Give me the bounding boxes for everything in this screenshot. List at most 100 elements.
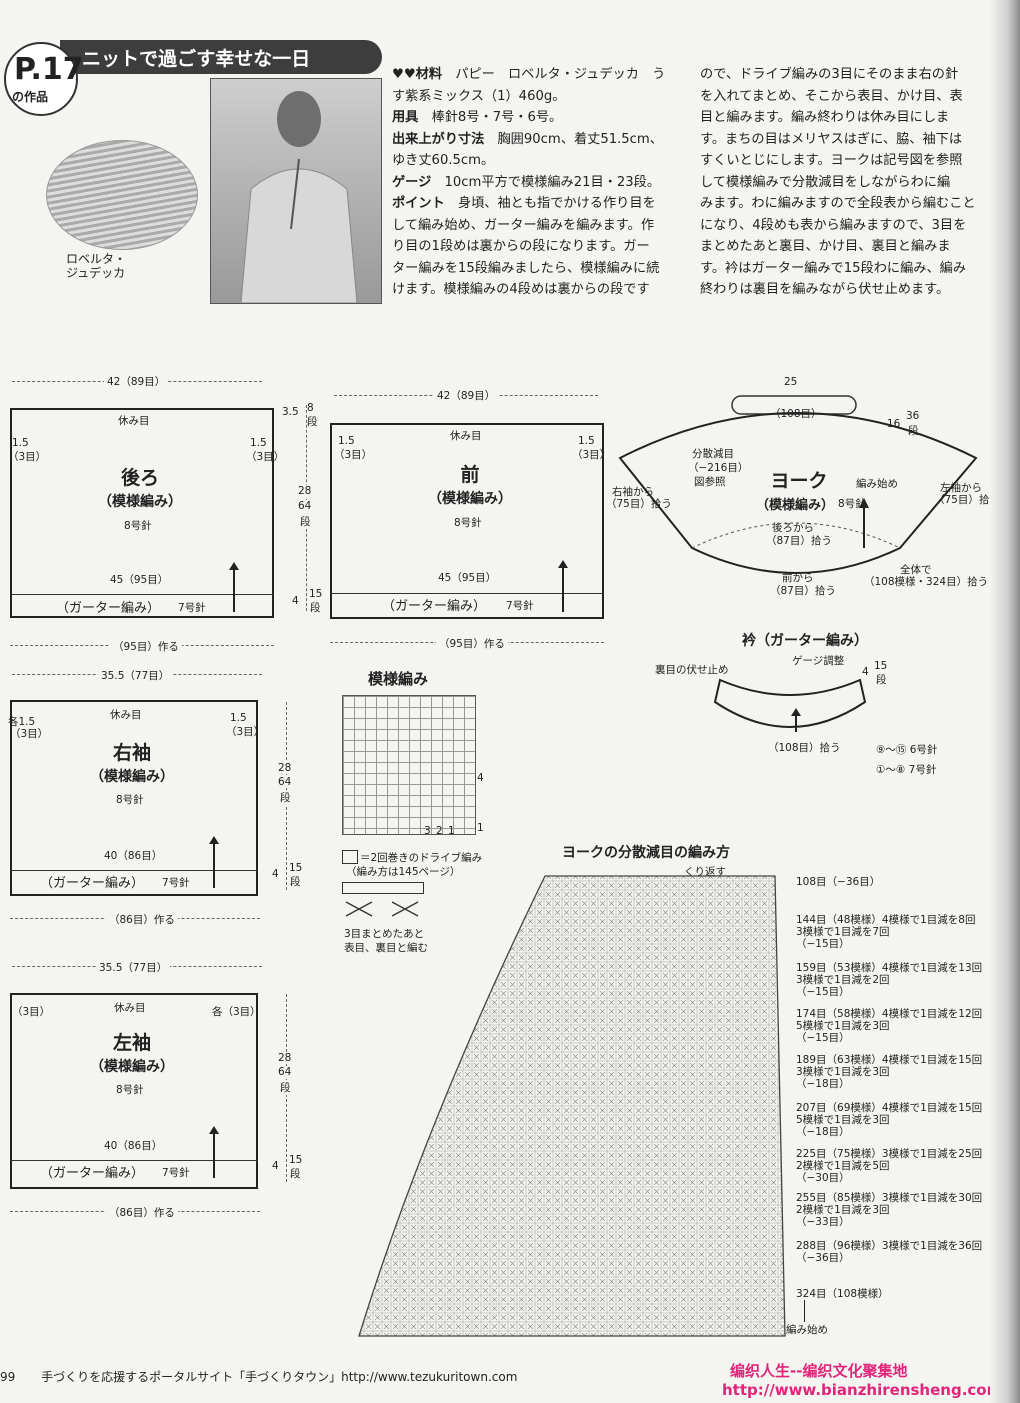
back-title: 後ろ	[120, 467, 159, 489]
instruction-line: ポイント 身頃、袖とも指でかける作り目を	[392, 193, 692, 215]
instruction-line: みます。わに編みますので全段表から編むこと	[700, 196, 976, 211]
front-side-dim: 8	[307, 402, 314, 414]
pattern-row-label: 1	[477, 822, 484, 834]
swatch-caption-line: ジュデッカ	[66, 266, 126, 280]
right-sleeve-outline	[10, 700, 258, 896]
front-rest-label: 休み目	[450, 430, 482, 442]
yoke-note-line: 189目（63模様）4模様で1目減を15回	[796, 1054, 983, 1066]
lsleeve-right-dim: 各（3目）	[212, 1006, 261, 1018]
yoke-pickup-label: 右袖から	[612, 486, 654, 498]
instructions-column-2: ので、ドライブ編みの3目にそのまま右の針を入れてまとめ、そこから表目、かけ目、表…	[700, 64, 990, 301]
instruction-line: す紫系ミックス（1）460g。	[392, 86, 692, 108]
instruction-line: 終わりは裏目を編みながら伏せ止めます。	[700, 282, 950, 297]
yoke-pickup-label: （87目）拾う	[766, 535, 832, 547]
combine-stitch-symbol	[342, 882, 424, 894]
knitting-direction-arrow	[209, 1126, 219, 1178]
yoke-pickup-label: 左袖から	[940, 482, 982, 494]
instruction-line: を入れてまとめ、そこから表目、かけ目、表	[700, 88, 963, 104]
yoke-pickup-label: （75目）拾う	[934, 494, 1000, 506]
hem-line	[330, 593, 604, 594]
yoke-note-line: （−18目）	[796, 1126, 850, 1138]
yoke-subtitle: （模様編み）	[755, 498, 834, 513]
yoke-right-dim: 36	[906, 410, 920, 422]
rsleeve-subtitle: （模様編み）	[90, 769, 174, 785]
collar-side-dim: 15	[874, 660, 888, 672]
instruction-label: 用具	[392, 110, 419, 125]
swatch-caption-line: ロベルタ・	[66, 252, 127, 266]
page-badge	[4, 42, 78, 116]
yoke-note-line: 3模様で1目減を2回	[796, 974, 890, 986]
hem-line	[10, 870, 258, 871]
instruction-line: り目の1段めは裏からの段になります。ガー	[392, 236, 692, 258]
yoke-decrease-chart	[358, 875, 786, 1337]
instruction-line: まとめたあと裏目、かけ目、裏目と編みま	[700, 239, 951, 254]
yoke-chart-start: 編み始め	[786, 1324, 828, 1336]
title-bar	[60, 40, 382, 74]
yoke-right-dim: 段	[908, 425, 919, 437]
page-title: ニットで過ごす幸せな一日	[82, 48, 311, 70]
front-side-dim: 4	[292, 595, 299, 607]
collar-needle-note: ⑨〜⑮ 6号針	[876, 744, 938, 756]
yoke-decrease-note: 324目（108模様）	[796, 1288, 889, 1300]
instructions-column-1: ♥♥材料 パピー ロベルタ・ジュデッカ うす紫系ミックス（1）460g。用具 棒…	[392, 64, 692, 301]
front-hem-dim: 45（95目）	[438, 572, 497, 584]
rsleeve-side-dim: 4	[272, 868, 279, 880]
instruction-text: り目の1段めは裏からの段になります。ガー	[392, 239, 650, 254]
pattern-legend: 3目まとめたあと	[344, 928, 425, 940]
yoke-note-line: 207目（69模様）4模様で1目減を15回	[796, 1102, 983, 1114]
rsleeve-needle: 8号針	[116, 794, 144, 806]
front-subtitle: （模様編み）	[428, 491, 512, 507]
instruction-line: になり、4段めも表から編みますので、3目を	[700, 217, 967, 233]
rsleeve-cast-on: （86目）作る	[106, 912, 178, 927]
yoke-note-line: 5模様で1目減を3回	[796, 1020, 890, 1032]
instruction-line: 目と編みます。編み終わりは休み目にしま	[700, 110, 950, 125]
back-piece-outline	[10, 408, 274, 618]
instruction-line: して模様編みで分散減目をしながらわに編	[700, 174, 951, 190]
arrow-head	[859, 498, 869, 508]
instruction-text: す紫系ミックス（1）460g。	[392, 88, 566, 104]
front-title: 前	[460, 464, 480, 486]
rsleeve-band-needle: 7号針	[162, 877, 190, 889]
pattern-row-label: 4	[477, 772, 484, 784]
front-needle: 8号針	[454, 517, 482, 529]
instruction-text: 10cm平方で模様編み21目・23段。	[444, 174, 661, 190]
yoke-note-line: （−15目）	[796, 938, 850, 950]
yoke-note-line: 2模様で1目減を5回	[796, 1160, 890, 1172]
lsleeve-side-dim: 4	[272, 1160, 279, 1172]
lsleeve-cast-on: （86目）作る	[106, 1205, 178, 1220]
rsleeve-top-dim: 35.5（77目）	[98, 668, 173, 683]
yoke-pickup-label: （87目）拾う	[770, 585, 836, 597]
instruction-label: ♥♥材料	[392, 67, 443, 82]
yoke-note-line: （−18目）	[796, 1078, 850, 1090]
front-left-dim: （3目）	[334, 449, 373, 461]
yoke-note-line: 5模様で1目減を3回	[796, 1114, 890, 1126]
rsleeve-title: 右袖	[112, 742, 151, 764]
rsleeve-side-dim: 15	[289, 862, 303, 874]
lsleeve-subtitle: （模様編み）	[90, 1059, 174, 1075]
front-left-dim: 1.5	[338, 435, 355, 447]
instruction-label: ゲージ	[392, 174, 432, 190]
back-band-needle: 7号針	[178, 602, 206, 614]
instruction-text: 胸囲90cm、着丈51.5cm、	[497, 131, 663, 147]
pattern-title: 模様編み	[368, 670, 429, 688]
yoke-pickup-label: 前から	[782, 572, 814, 584]
yoke-note-line: （−15目）	[796, 1032, 850, 1044]
front-side-dim: 段	[307, 416, 318, 428]
back-band-label: （ガーター編み）	[56, 601, 161, 616]
back-top-dim: 42（89目）	[104, 374, 169, 389]
watermark-title: 编织人生--编织文化聚集地	[730, 1362, 908, 1380]
back-left-dim: （3目）	[8, 451, 47, 463]
cross-stitch-symbol	[345, 901, 419, 917]
collar-pickup-label: （108目）拾う	[768, 742, 841, 754]
front-top-dim: 42（89目）	[434, 388, 499, 403]
rsleeve-band-label: （ガーター編み）	[40, 876, 145, 891]
yoke-note-line: 174目（58模様）4模様で1目減を12回	[796, 1008, 983, 1020]
model-silhouette	[240, 91, 358, 304]
lsleeve-side-dim: 64	[278, 1066, 292, 1078]
instruction-text: パピー ロベルタ・ジュデッカ う	[455, 67, 666, 82]
watermark-url[interactable]: http://www.bianzhirensheng.com	[722, 1381, 1003, 1399]
